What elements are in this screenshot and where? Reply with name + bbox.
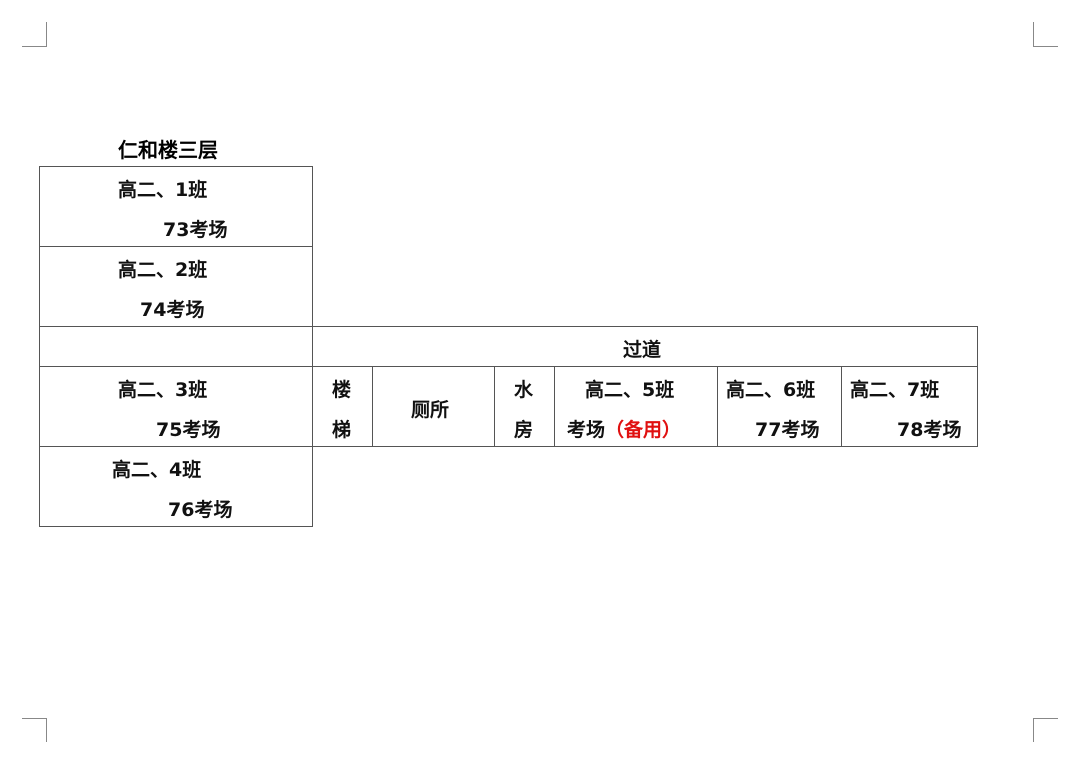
exam-label: 74考场 [140,299,205,321]
corridor-label: 过道 [623,339,662,361]
class-label: 高二、1班 [118,179,208,201]
class-label: 高二、2班 [118,259,208,281]
stairs-label: 梯 [332,419,352,441]
exam-label: 77考场 [755,419,820,441]
class-label: 高二、5班 [585,379,675,401]
water-room-cell: 水 房 [494,366,555,447]
corner-mark [22,46,47,47]
reserve-note: （备用） [605,419,682,441]
room-cell: 高二、4班 76考场 [39,446,313,527]
exam-label: 76考场 [168,499,233,521]
room-cell: 高二、1班 73考场 [39,166,313,247]
class-label: 高二、6班 [726,379,816,401]
class-label: 高二、7班 [850,379,940,401]
room-cell: 高二、7班 78考场 [841,366,978,447]
exam-text: 考场 [567,419,606,441]
corridor-cell: 过道 [312,326,978,367]
toilet-cell: 厕所 [372,366,495,447]
corner-mark [1033,22,1034,46]
water-label: 水 [514,379,534,401]
class-label: 高二、4班 [112,459,202,481]
corner-mark [1033,718,1058,719]
corner-mark [22,718,47,719]
stairs-label: 楼 [332,379,352,401]
empty-cell [39,326,313,367]
water-label: 房 [514,419,534,441]
room-cell: 高二、3班 75考场 [39,366,313,447]
stairs-cell: 楼 梯 [312,366,373,447]
room-cell: 高二、6班 77考场 [717,366,842,447]
exam-label: 73考场 [163,219,228,241]
toilet-label: 厕所 [411,399,450,421]
page-title: 仁和楼三层 [118,138,218,162]
exam-label: 考场（备用） [567,415,681,442]
room-cell: 高二、2班 74考场 [39,246,313,327]
exam-label: 75考场 [156,419,221,441]
corner-mark [46,22,47,46]
room-cell: 高二、5班 考场（备用） [554,366,718,447]
corner-mark [1033,46,1058,47]
exam-label: 78考场 [897,419,962,441]
corner-mark [1033,718,1034,742]
class-label: 高二、3班 [118,379,208,401]
corner-mark [46,718,47,742]
